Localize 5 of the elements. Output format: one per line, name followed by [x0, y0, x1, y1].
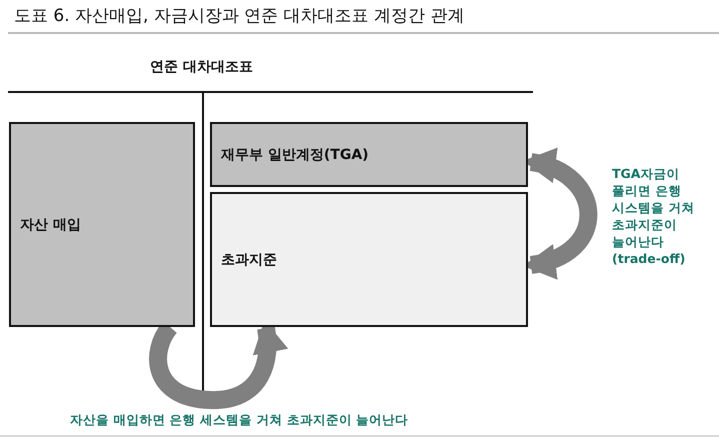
account-box: 초과지준 — [210, 192, 528, 327]
figure-title: 도표 6. 자산매입, 자금시장과 연준 대차대조표 계정간 관계 — [14, 5, 464, 27]
balance-sheet-heading: 연준 대차대조표 — [150, 58, 253, 76]
account-box: 재무부 일반계정(TGA) — [210, 122, 528, 187]
account-box: 자산 매입 — [9, 122, 195, 327]
